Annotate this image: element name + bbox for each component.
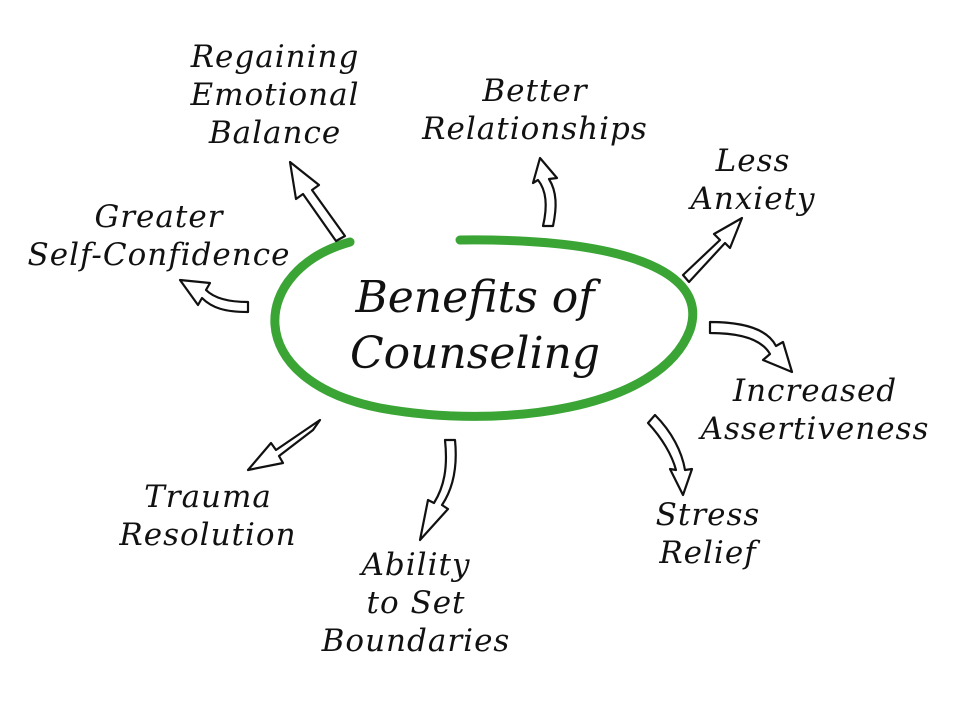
arrow-to-less-anxiety bbox=[681, 216, 744, 284]
benefit-regaining-emotional-balance: Regaining Emotional Balance bbox=[190, 39, 360, 151]
arrow-to-assertiveness bbox=[708, 320, 794, 374]
center-title-line1: Benefits of bbox=[355, 272, 595, 323]
center-title-line2: Counseling bbox=[349, 328, 601, 379]
center-ellipse bbox=[270, 235, 698, 421]
center-title: Benefits of Counseling bbox=[300, 270, 650, 382]
benefit-greater-self-confidence: Greater Self-Confidence bbox=[27, 199, 291, 273]
benefit-trauma-resolution: Trauma Resolution bbox=[119, 479, 297, 553]
benefit-stress-relief: Stress Relief bbox=[655, 497, 761, 571]
arrow-to-emotional-balance bbox=[288, 160, 347, 243]
arrow-to-trauma-resolution bbox=[246, 418, 322, 472]
arrow-to-boundaries bbox=[418, 438, 457, 542]
benefit-less-anxiety: Less Anxiety bbox=[690, 143, 816, 217]
benefit-ability-to-set-boundaries: Ability to Set Boundaries bbox=[321, 547, 511, 659]
arrow-to-self-confidence bbox=[178, 278, 250, 314]
arrow-to-relationships bbox=[531, 156, 559, 228]
arrow-to-stress-relief bbox=[646, 413, 694, 497]
benefit-better-relationships: Better Relationships bbox=[422, 73, 648, 147]
benefit-increased-assertiveness: Increased Assertiveness bbox=[700, 373, 930, 447]
